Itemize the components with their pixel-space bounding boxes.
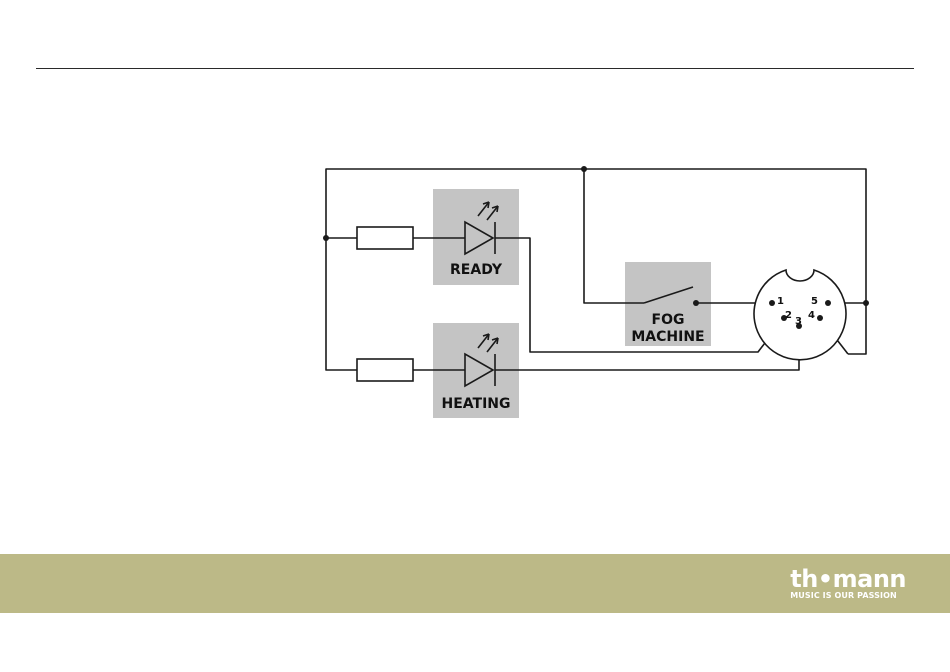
junction-dot [581,166,587,172]
brand-logo: th•mann MUSIC IS OUR PASSION [790,567,906,601]
pin-4-dot [817,315,823,321]
pin-3-label: 3 [795,316,802,327]
brand-tagline: MUSIC IS OUR PASSION [790,591,906,601]
fog-machine-label-line1: FOG [652,312,685,328]
pin-2-label: 2 [785,310,792,321]
junction-dot [323,235,329,241]
pin-5-dot [825,300,831,306]
din-connector-icon [754,270,846,360]
pin-1-label: 1 [777,296,784,307]
junction-dot [863,300,869,306]
pin-4-label: 4 [808,310,815,321]
pin-5-label: 5 [811,296,818,307]
fog-machine-label-line2: MACHINE [631,329,704,345]
left-wire [326,238,357,370]
pin-1-dot [769,300,775,306]
resistor-ready [357,227,413,249]
heating-label: HEATING [442,396,511,412]
brand-wordmark: th•mann [790,567,906,591]
switch-dot [693,300,699,306]
ready-label: READY [450,262,503,278]
resistor-heating [357,359,413,381]
